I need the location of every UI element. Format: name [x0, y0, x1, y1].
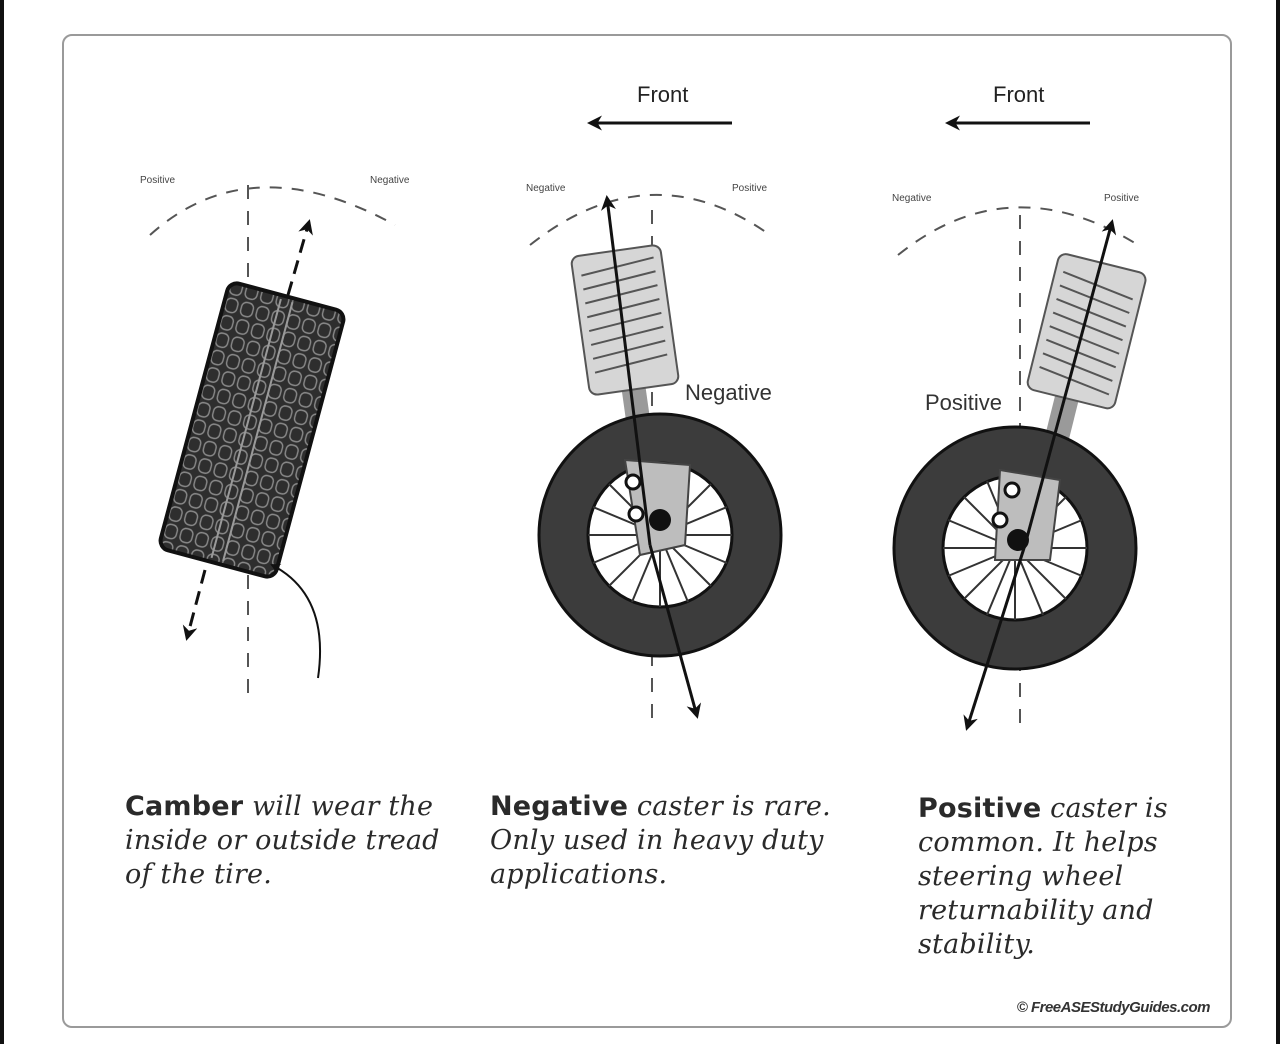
- negative-steering-axis-up-arrow: [601, 195, 652, 546]
- positive-steering-axis-down-arrow: [963, 544, 1027, 731]
- camber-down-arrow: [182, 569, 207, 641]
- left-border-bar: [0, 0, 4, 1044]
- negative-caster-diagram: Front Negative Positive: [526, 82, 783, 720]
- negative-caption: Negative caster is rare. Only used in he…: [490, 790, 850, 892]
- camber-arc-right-label: Negative: [370, 175, 410, 186]
- positive-arc-left-label: Negative: [892, 193, 932, 204]
- positive-bolt-upper: [1003, 481, 1021, 499]
- camber-arc-left-label: Positive: [140, 175, 175, 186]
- negative-arc-left-label: Negative: [526, 183, 566, 194]
- negative-angle-label: Negative: [685, 380, 772, 405]
- positive-bolt-lower: [991, 511, 1009, 529]
- negative-bolt-upper: [624, 473, 642, 491]
- positive-steering-axis-up-arrow: [1023, 219, 1117, 546]
- camber-angle-arc-arrow: [270, 564, 322, 679]
- negative-hub-center: [649, 509, 671, 531]
- negative-spring-coils: [581, 256, 668, 374]
- positive-caption-bold: Positive: [918, 793, 1042, 824]
- positive-arc-right-label: Positive: [1104, 193, 1139, 204]
- positive-spring-coils: [1039, 270, 1134, 396]
- camber-tire: [158, 281, 346, 579]
- camber-tire-tread: [158, 281, 346, 579]
- positive-caption-text: caster is common. It helps steering whee…: [918, 793, 1168, 960]
- negative-front-label: Front: [637, 82, 688, 107]
- negative-caption-text: caster is rare. Only used in heavy duty …: [490, 791, 831, 890]
- negative-reference-arc: [529, 193, 771, 246]
- positive-front-label: Front: [993, 82, 1044, 107]
- positive-caster-diagram: Front Negative Positive: [892, 82, 1147, 731]
- camber-caption-bold: Camber: [125, 791, 244, 822]
- right-border-bar: [1276, 0, 1280, 1044]
- negative-arc-right-label: Positive: [732, 183, 767, 194]
- negative-bolt-lower: [627, 505, 645, 523]
- camber-caption-text: will wear the inside or outside tread of…: [125, 791, 440, 890]
- camber-tread-groove: [210, 298, 282, 559]
- negative-steering-axis-down-arrow: [648, 544, 702, 719]
- credit-watermark: © FreeASEStudyGuides.com: [1016, 999, 1211, 1016]
- camber-up-arrow: [286, 219, 313, 296]
- camber-tread-groove: [222, 301, 294, 562]
- camber-reference-arc: [149, 186, 396, 236]
- positive-caption: Positive caster is common. It helps stee…: [918, 792, 1188, 962]
- camber-caption: Camber will wear the inside or outside t…: [125, 790, 460, 892]
- positive-reference-arc: [897, 206, 1139, 256]
- camber-diagram: Positive Negative: [140, 175, 410, 705]
- positive-angle-label: Positive: [925, 390, 1002, 415]
- negative-caption-bold: Negative: [490, 791, 629, 822]
- negative-coil-spring: [570, 244, 680, 396]
